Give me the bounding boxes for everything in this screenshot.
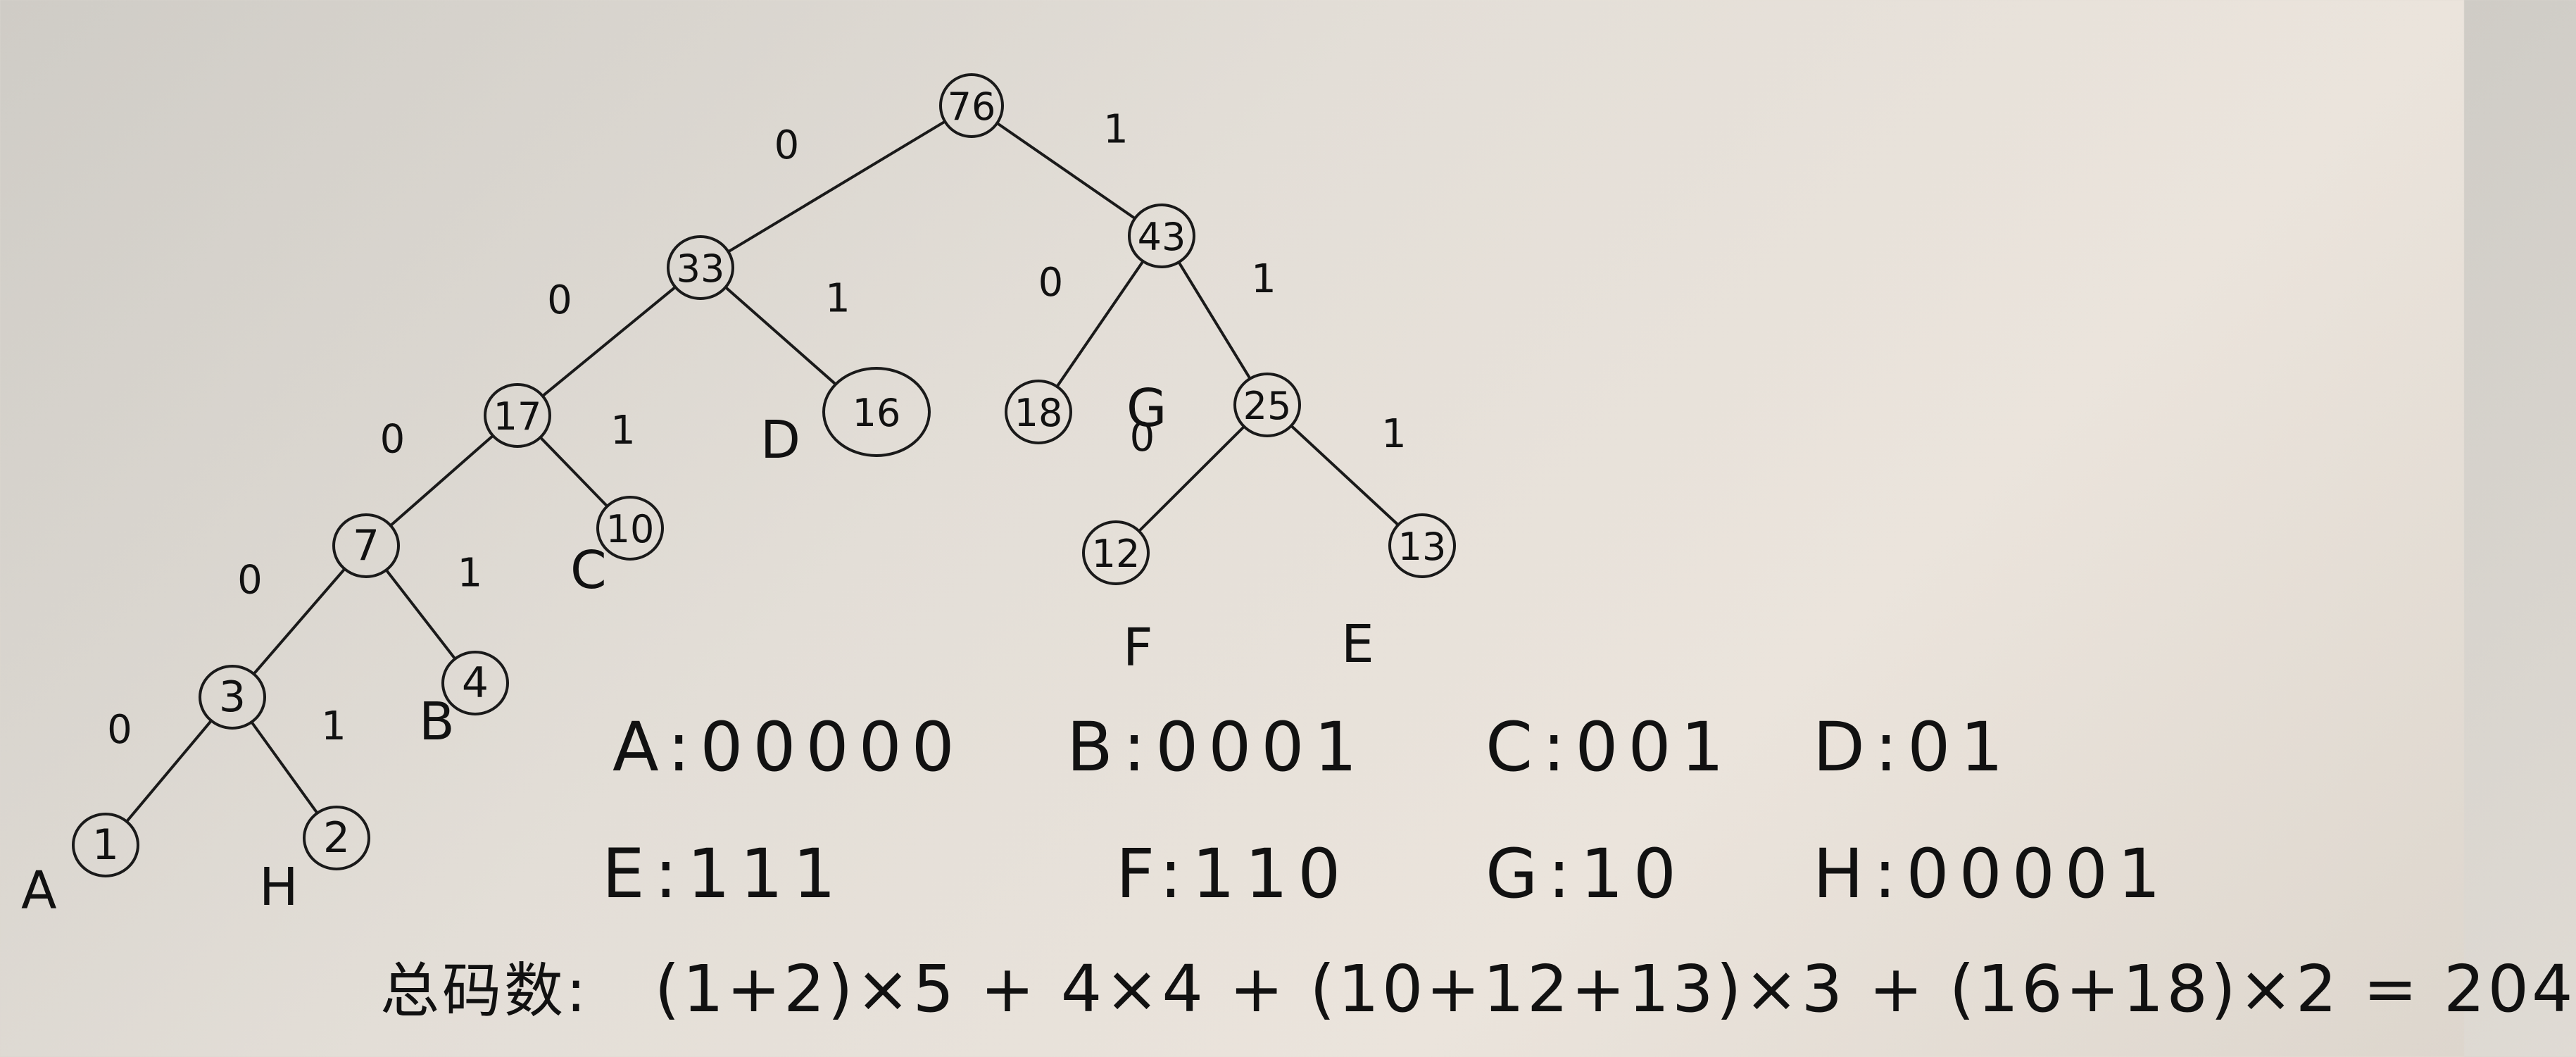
tree-node-16: 16 xyxy=(822,367,931,457)
tree-edge xyxy=(1137,425,1246,533)
node-value: 16 xyxy=(853,391,901,435)
tree-node-12: 12 xyxy=(1082,520,1150,585)
node-circle xyxy=(332,513,400,578)
node-circle xyxy=(667,235,734,300)
tree-node-3: 3 xyxy=(199,665,266,730)
tree-edge xyxy=(1290,424,1400,527)
node-circle xyxy=(1128,204,1195,268)
code-g: G:10 xyxy=(1485,834,1686,913)
leaf-letter: B xyxy=(419,692,455,752)
leaf-letter: F xyxy=(1123,618,1153,678)
node-circle xyxy=(939,73,1004,138)
node-circle xyxy=(199,665,266,730)
tree-edge xyxy=(724,285,838,386)
leaf-letter: H xyxy=(259,857,299,918)
node-circle xyxy=(1233,373,1301,437)
node-value: 17 xyxy=(494,394,542,439)
tree-node-10: 10 xyxy=(596,496,664,561)
tree-edge xyxy=(727,120,947,254)
tree-edge xyxy=(539,436,609,508)
node-value: 10 xyxy=(606,507,655,551)
node-value: 76 xyxy=(948,85,996,129)
node-circle xyxy=(822,367,931,457)
tree-node-1: 1 xyxy=(72,813,139,877)
tree-node-18: 18 xyxy=(1005,380,1072,444)
code-f: F:110 xyxy=(1116,834,1351,913)
total-code-count: 总码数: (1+2)×5 + 4×4 + (10+12+13)×3 + (16+… xyxy=(380,944,2576,1029)
edge-bit-label: 0 xyxy=(1038,260,1064,306)
node-value: 33 xyxy=(677,246,725,291)
edge-bit-label: 0 xyxy=(774,123,800,168)
tree-node-33: 33 xyxy=(667,235,734,300)
tree-edge xyxy=(995,121,1137,220)
node-circle xyxy=(596,496,664,561)
edge-bit-label: 1 xyxy=(1251,256,1276,302)
node-circle xyxy=(1082,520,1150,585)
edge-bit-label: 0 xyxy=(107,707,132,753)
edge-bit-label: 1 xyxy=(458,551,483,596)
tree-node-43: 43 xyxy=(1128,204,1195,268)
tree-edge xyxy=(1177,261,1252,380)
node-value: 3 xyxy=(219,673,246,722)
edge-bit-label: 1 xyxy=(825,276,850,322)
node-value: 4 xyxy=(462,658,489,708)
leaf-letter: A xyxy=(21,861,57,921)
edge-bit-label: 1 xyxy=(1381,411,1407,457)
code-b: B:0001 xyxy=(1067,708,1367,787)
node-circle xyxy=(72,813,139,877)
node-circle xyxy=(1388,513,1456,578)
leaf-letter: C xyxy=(570,540,607,601)
edge-bit-label: 0 xyxy=(237,558,263,603)
node-value: 1 xyxy=(92,820,119,870)
code-c: C:001 xyxy=(1485,708,1734,787)
node-circle xyxy=(1005,380,1072,444)
tree-edge xyxy=(1055,260,1145,388)
node-circle xyxy=(441,651,509,715)
tree-edge xyxy=(384,568,457,661)
total-label: 总码数: xyxy=(380,956,589,1025)
node-value: 2 xyxy=(323,813,350,863)
tree-node-7: 7 xyxy=(332,513,400,578)
tree-edge xyxy=(541,285,677,398)
tree-edge xyxy=(125,719,213,823)
code-a: A:00000 xyxy=(612,708,965,787)
leaf-letter: D xyxy=(760,410,800,470)
edge-bit-label: 1 xyxy=(321,703,346,749)
node-circle xyxy=(484,383,551,448)
node-value: 12 xyxy=(1092,532,1141,576)
tree-node-13: 13 xyxy=(1388,513,1456,578)
tree-edge xyxy=(389,434,495,527)
tree-node-17: 17 xyxy=(484,383,551,448)
tree-edge xyxy=(250,720,319,815)
tree-node-25: 25 xyxy=(1233,373,1301,437)
node-value: 13 xyxy=(1398,525,1447,569)
node-value: 7 xyxy=(353,521,379,570)
edge-bit-label: 0 xyxy=(547,277,572,323)
edge-bit-label: 0 xyxy=(380,417,406,463)
tree-node-2: 2 xyxy=(303,806,370,870)
edge-bit-label: 1 xyxy=(1103,107,1129,153)
leaf-letter-labels: D G C F E B A H xyxy=(21,378,1374,921)
tree-edges xyxy=(125,120,1400,823)
node-value: 25 xyxy=(1243,384,1292,428)
node-value: 18 xyxy=(1014,391,1063,435)
leaf-letter: G xyxy=(1126,378,1167,439)
tree-edge xyxy=(252,567,346,676)
node-circle xyxy=(303,806,370,870)
code-e: E:111 xyxy=(602,834,846,913)
edge-bit-label: 0 xyxy=(1130,415,1155,461)
code-d: D:01 xyxy=(1813,708,2013,787)
tree-node-4: 4 xyxy=(441,651,509,715)
tree-node-76: 76 xyxy=(939,73,1004,138)
code-h: H:00001 xyxy=(1813,834,2170,913)
edge-bit-label: 1 xyxy=(610,408,636,454)
leaf-letter: E xyxy=(1341,614,1374,675)
total-formula: (1+2)×5 + 4×4 + (10+12+13)×3 + (16+18)×2… xyxy=(654,951,2576,1027)
node-value: 43 xyxy=(1138,215,1186,259)
